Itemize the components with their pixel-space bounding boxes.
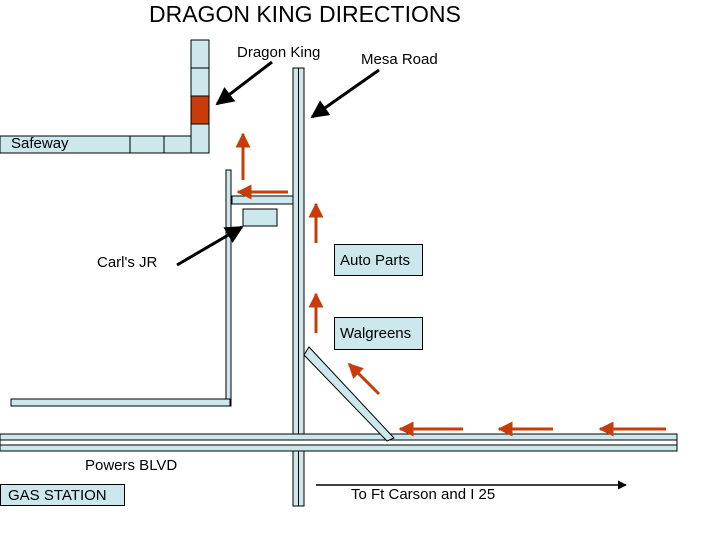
mesa-road-pointer bbox=[310, 68, 380, 119]
to-ft-carson-label: To Ft Carson and I 25 bbox=[351, 486, 496, 503]
carls-jr-pointer bbox=[176, 225, 244, 267]
route-arrow-4 bbox=[347, 362, 381, 396]
diagonal-connector-road bbox=[303, 346, 395, 442]
powers-blvd-label: Powers BLVD bbox=[85, 457, 178, 474]
route-arrows bbox=[235, 132, 666, 437]
gas-station-box: GAS STATION bbox=[0, 484, 125, 506]
walgreens-box: Walgreens bbox=[334, 317, 423, 350]
carls-jr-label: Carl's JR bbox=[97, 254, 158, 271]
dragon-king-destination bbox=[190, 95, 210, 125]
service-road-vertical bbox=[225, 169, 232, 407]
auto-parts-box: Auto Parts bbox=[334, 244, 423, 276]
mesa-road-label: Mesa Road bbox=[361, 51, 438, 68]
map-title: DRAGON KING DIRECTIONS bbox=[149, 1, 461, 27]
safeway-label: Safeway bbox=[11, 135, 69, 152]
dragon-king-label: Dragon King bbox=[237, 44, 321, 61]
carls-jr-building bbox=[242, 208, 278, 227]
service-road-horizontal bbox=[10, 398, 231, 407]
dragon-king-pointer bbox=[215, 60, 273, 106]
access-road bbox=[231, 195, 294, 205]
